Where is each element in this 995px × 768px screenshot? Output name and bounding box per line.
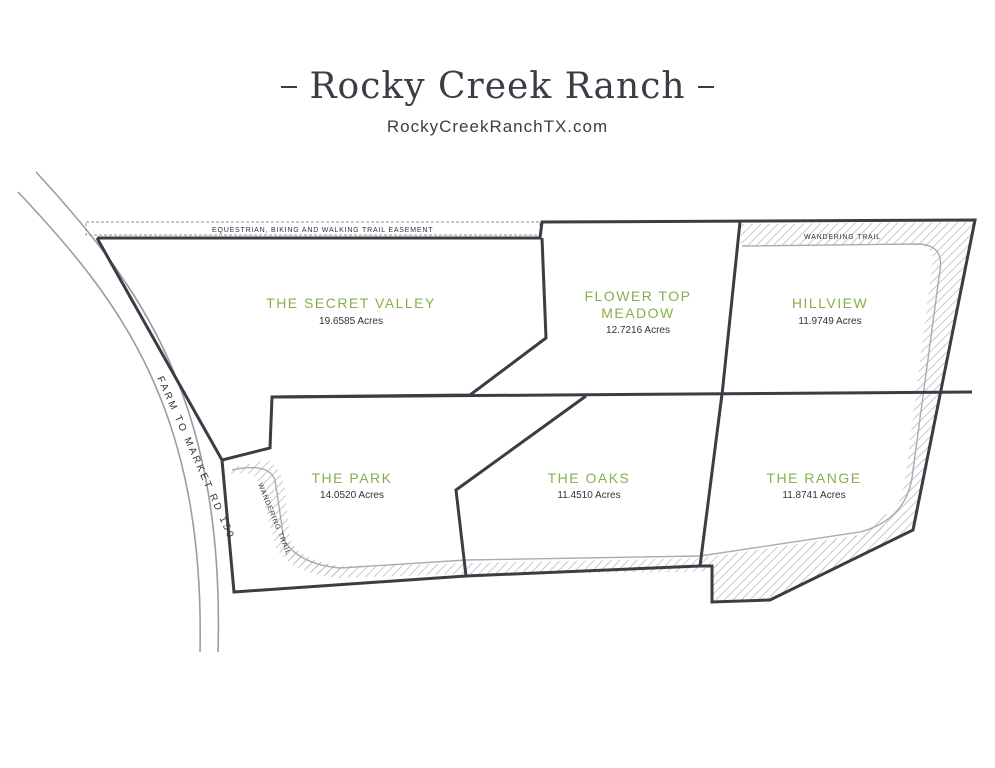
lot-name: THE OAKS — [548, 470, 631, 486]
lot-the-oaks[interactable]: THE OAKS 11.4510 Acres — [548, 470, 631, 501]
map-header: Rocky Creek Ranch RockyCreekRanchTX.com — [0, 66, 995, 137]
lot-name: HILLVIEW — [792, 295, 868, 311]
trail-label-top: WANDERING TRAIL — [804, 234, 881, 241]
map-title: Rocky Creek Ranch — [309, 66, 686, 107]
lot-name: THE RANGE — [766, 470, 861, 486]
lot-secret-valley[interactable]: THE SECRET VALLEY 19.6585 Acres — [266, 295, 436, 327]
lot-acres: 11.9749 Acres — [798, 316, 861, 327]
easement-label: EQUESTRIAN, BIKING AND WALKING TRAIL EAS… — [212, 227, 433, 234]
lot-name: THE SECRET VALLEY — [266, 295, 436, 311]
lot-name: THE PARK — [312, 470, 393, 486]
lot-acres: 14.0520 Acres — [320, 490, 384, 501]
title-row: Rocky Creek Ranch — [0, 66, 995, 107]
lot-the-park[interactable]: THE PARK 14.0520 Acres — [312, 470, 393, 501]
website-url[interactable]: RockyCreekRanchTX.com — [386, 117, 609, 136]
title-dash-right — [697, 85, 714, 88]
farm-to-market-road — [17, 171, 220, 653]
lot-acres: 11.4510 Acres — [557, 490, 620, 501]
lot-the-range[interactable]: THE RANGE 11.8741 Acres — [766, 470, 861, 501]
lot-flower-top-meadow[interactable]: FLOWER TOP MEADOW 12.7216 Acres — [584, 288, 691, 336]
lot-hillview[interactable]: HILLVIEW 11.9749 Acres — [792, 295, 868, 327]
lot-name-line2: MEADOW — [601, 305, 675, 321]
title-dash-left — [281, 85, 298, 88]
wandering-trail-hatch — [228, 222, 975, 600]
lot-acres: 11.8741 Acres — [782, 490, 845, 501]
middle-division — [271, 390, 973, 399]
lot-acres: 12.7216 Acres — [606, 325, 670, 336]
lot-acres: 19.6585 Acres — [319, 316, 383, 327]
lot-boundaries — [95, 218, 977, 604]
lot-name-line1: FLOWER TOP — [584, 288, 691, 304]
